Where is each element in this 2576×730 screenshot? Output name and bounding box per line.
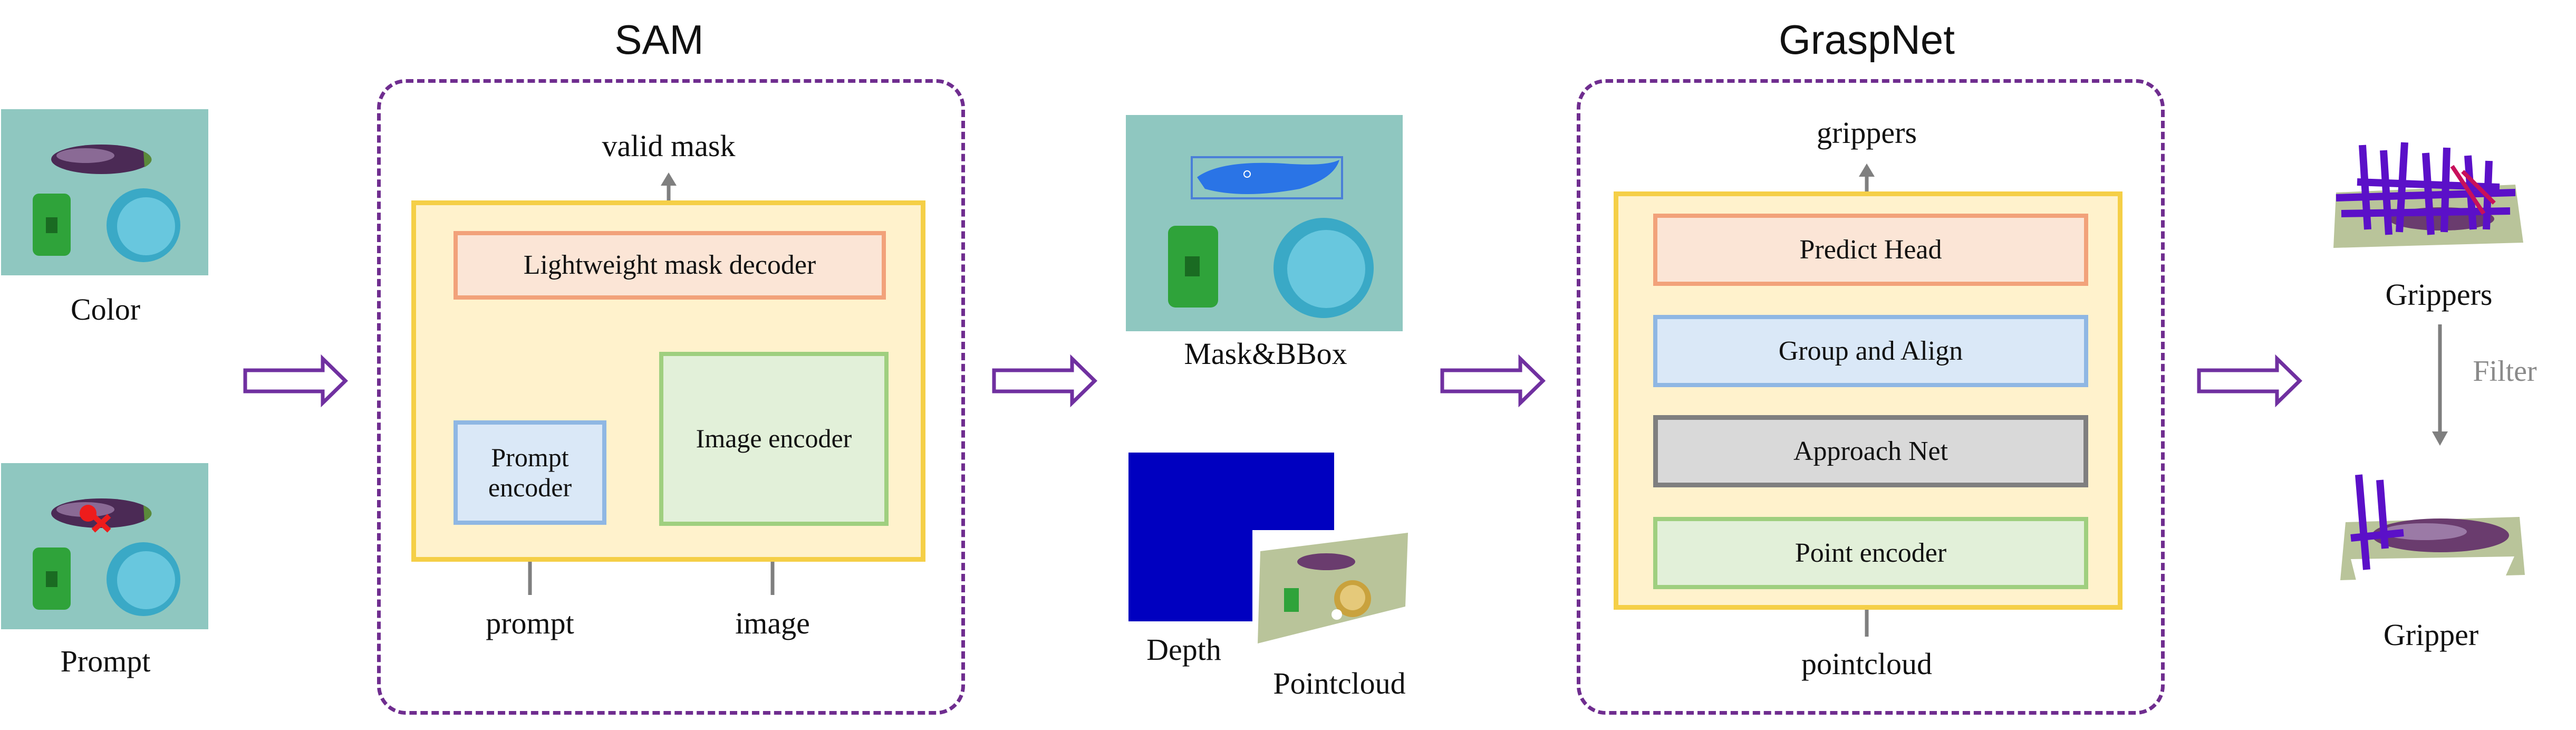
lightweight-mask-decoder-label: Lightweight mask decoder [523,250,816,281]
graspnet-module [1577,79,2165,715]
prompt-encoder: Prompt encoder [454,420,606,525]
prompt-label: Prompt [60,644,151,678]
color-label: Color [70,292,141,326]
grippers-image [2326,135,2526,253]
prompt-image [1,463,208,629]
process-arrow-1 [243,354,349,408]
approach-net-label: Approach Net [1793,436,1948,466]
sam-output-label: valid mask [602,129,736,163]
prompt-encoder-label: Prompt encoder [488,442,572,503]
image-encoder-label: Image encoder [696,424,852,454]
point-encoder-label: Point encoder [1794,537,1947,568]
graspnet-input-label: pointcloud [1801,647,1933,681]
pointcloud-image [1252,530,1411,649]
filter-label: Filter [2473,355,2537,388]
pointcloud-label: Pointcloud [1273,666,1406,700]
process-arrow-3 [1440,354,1546,408]
image-encoder: Image encoder [659,352,889,526]
color-image [1,109,208,275]
graspnet-title: GraspNet [1779,16,1955,63]
sam-image-input: image [735,606,810,640]
grippers-label: Grippers [2385,277,2493,312]
sam-module [377,79,965,715]
process-arrow-4 [2197,354,2303,408]
point-encoder: Point encoder [1653,517,2088,589]
predict-head: Predict Head [1653,214,2088,286]
filter-arrow [2432,324,2448,446]
group-and-align-label: Group and Align [1778,335,1963,366]
predict-head-label: Predict Head [1799,234,1942,265]
gripper-image [2335,469,2530,591]
lightweight-mask-decoder: Lightweight mask decoder [454,231,886,300]
mask-bbox-image [1126,115,1403,331]
approach-net: Approach Net [1653,415,2088,487]
graspnet-output-label: grippers [1816,116,1917,150]
process-arrow-2 [992,354,1098,408]
depth-label: Depth [1146,632,1221,667]
sam-prompt-input: prompt [486,606,574,640]
group-and-align: Group and Align [1653,315,2088,387]
mask-bbox-label: Mask&BBox [1184,337,1347,371]
sam-title: SAM [614,16,704,63]
gripper-label: Gripper [2383,618,2479,652]
